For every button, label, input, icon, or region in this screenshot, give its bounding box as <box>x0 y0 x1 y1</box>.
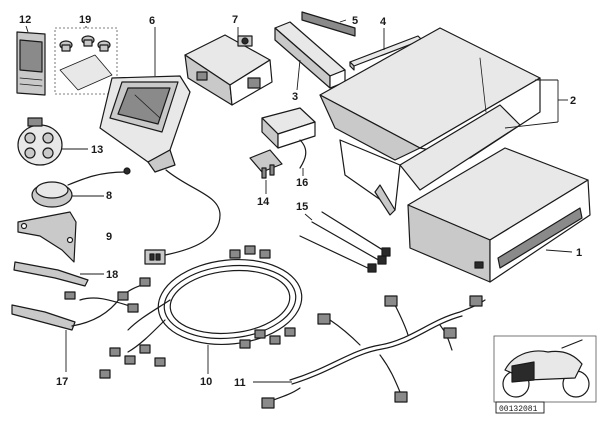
part-1-main-unit <box>407 147 591 283</box>
part-2-housing <box>319 27 568 216</box>
part-8-sensor <box>31 167 131 208</box>
callout-12: 12 <box>19 14 31 26</box>
callout-5: 5 <box>352 15 358 27</box>
document-id: 00132081 <box>495 401 545 414</box>
callout-9: 9 <box>106 231 112 243</box>
callout-8: 8 <box>106 190 112 202</box>
callout-19: 19 <box>79 14 91 26</box>
callout-10: 10 <box>200 376 212 388</box>
callout-3: 3 <box>292 91 298 103</box>
callout-4: 4 <box>380 16 387 28</box>
part-9-bracket <box>17 211 77 263</box>
motorcycle-inset <box>493 335 597 403</box>
part-5-strip <box>301 11 356 37</box>
part-13-switch <box>17 117 88 166</box>
callout-1: 1 <box>576 247 582 259</box>
callout-14: 14 <box>257 196 270 208</box>
part-17-strap-harness <box>11 277 151 372</box>
part-3-foam-block <box>274 21 346 89</box>
callout-11: 11 <box>234 377 246 389</box>
callout-17: 17 <box>56 376 68 388</box>
part-7-module <box>184 34 273 106</box>
callout-2: 2 <box>570 95 576 107</box>
callout-15: 15 <box>296 201 308 213</box>
part-18-strap <box>13 261 104 300</box>
callout-labels: 1 2 3 4 5 6 7 8 9 10 11 12 13 14 15 16 1… <box>19 14 582 389</box>
document-number: 00132081 <box>499 405 538 414</box>
callout-6: 6 <box>149 15 155 27</box>
part-14-fuse <box>249 149 283 194</box>
part-11-harness <box>253 295 486 409</box>
part-19-small-parts <box>54 27 118 95</box>
top-leaders <box>25 19 385 91</box>
part-6-display <box>99 75 221 265</box>
callout-13: 13 <box>91 144 103 156</box>
part-10-harness <box>99 245 303 379</box>
callout-16: 16 <box>296 177 308 189</box>
part-15-cable-ties <box>299 211 391 273</box>
part-16-relay <box>261 107 316 176</box>
callout-7: 7 <box>232 14 238 26</box>
part-12-booklet <box>16 31 46 96</box>
callout-18: 18 <box>106 269 118 281</box>
